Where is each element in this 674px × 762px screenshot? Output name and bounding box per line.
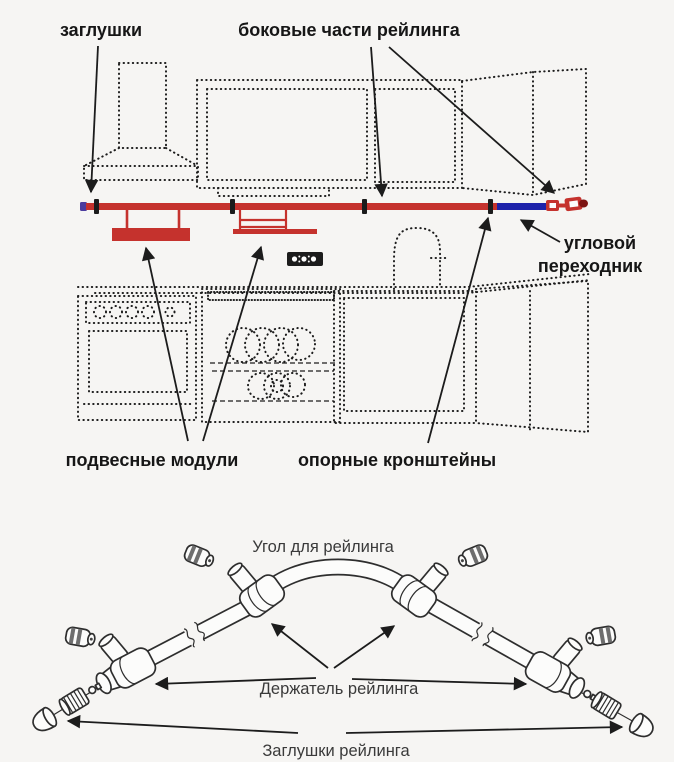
arrow-holder-corner-right <box>333 625 396 669</box>
label-railing-plugs: Заглушки рейлинга <box>262 742 410 760</box>
screw-left <box>88 682 103 695</box>
arrow-holder-corner-left <box>270 623 329 669</box>
arrow-plug-left <box>66 714 299 734</box>
arrow-hanging-module-2 <box>202 245 264 442</box>
knurled-fitting-left <box>58 687 90 716</box>
rail-holder-end-left <box>95 647 157 695</box>
rail-holder-corner-right <box>390 574 438 618</box>
arrow-holder-end-left <box>154 676 317 691</box>
arrow-plug-right <box>345 720 624 735</box>
tube-break-right <box>470 620 494 648</box>
sink-cabinet <box>333 290 477 424</box>
label-caps: заглушки <box>60 20 142 40</box>
bottom-annotation-arrows <box>66 623 624 735</box>
wall-cabinets <box>196 79 463 189</box>
label-support-brackets: опорные кронштейны <box>298 450 496 470</box>
arrow-caps <box>84 45 99 194</box>
railing-bar <box>86 203 497 210</box>
rail-holder-corner-left <box>238 574 286 618</box>
label-railing-corner: Угол для рейлинга <box>252 538 394 556</box>
range-hood <box>83 62 199 181</box>
label-side-parts: боковые части рейлинга <box>238 20 461 40</box>
arrow-corner-adapter <box>519 219 561 243</box>
corner-railing-drawing <box>32 544 654 738</box>
railing-end-cap <box>80 202 87 211</box>
under-cabinet-strip <box>217 187 330 197</box>
corner-clamp-piece <box>546 196 588 212</box>
arrow-support-bracket <box>427 216 492 444</box>
barrel-cap-mid-left <box>64 626 96 648</box>
support-bracket-marks <box>94 199 493 214</box>
barrel-cap-top-left <box>183 544 215 568</box>
arrow-side-part-2 <box>388 46 556 194</box>
stove <box>77 295 197 421</box>
barrel-cap-mid-right <box>585 625 617 647</box>
corner-adapter-segment <box>497 203 546 210</box>
hanging-module-shelf <box>112 210 190 241</box>
corner-base-cabinet <box>475 280 589 433</box>
control-panel <box>287 252 323 266</box>
label-corner-adapter-line2: переходник <box>538 256 643 276</box>
label-corner-adapter-line1: угловой <box>564 233 636 253</box>
railing-assembly <box>80 196 588 241</box>
knurled-fitting-right <box>590 691 622 720</box>
arrow-holder-end-right <box>351 676 528 691</box>
label-railing-holder: Держатель рейлинга <box>260 680 419 698</box>
hanging-module-rack <box>233 210 317 234</box>
rail-holder-end-right <box>524 651 586 699</box>
end-plug-right <box>628 712 654 738</box>
barrel-cap-top-right <box>457 544 489 568</box>
tube-break-left <box>182 621 206 649</box>
dish-cabinet <box>201 288 341 423</box>
corner-wall-cabinet <box>461 68 587 196</box>
faucet <box>393 227 450 290</box>
kitchen-outline-sketch <box>77 62 591 433</box>
label-hanging-modules: подвесные модули <box>66 450 239 470</box>
arrow-side-part-1 <box>370 46 388 198</box>
arrow-hanging-module-1 <box>141 246 189 442</box>
end-plug-left <box>32 706 58 732</box>
top-annotation-arrows <box>84 45 561 444</box>
